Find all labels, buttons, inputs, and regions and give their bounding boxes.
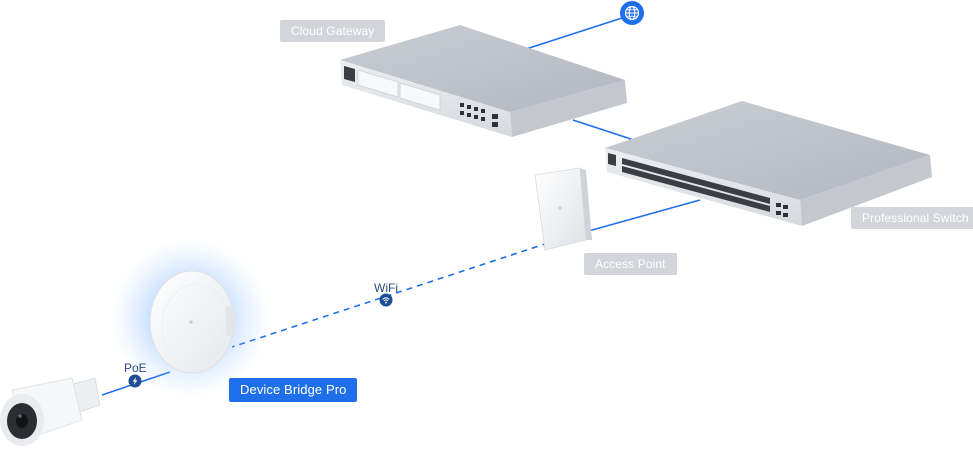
poe-link-label: PoE <box>124 361 147 375</box>
device-bridge-pro-label: Device Bridge Pro <box>229 378 358 402</box>
cloud-gateway-device <box>340 25 627 137</box>
lightning-icon <box>128 374 142 388</box>
professional-switch-label: Professional Switch <box>851 207 973 229</box>
cloud-gateway-label: Cloud Gateway <box>280 20 386 42</box>
access-point-label: Access Point <box>584 253 677 275</box>
link-gateway-switch <box>572 119 641 143</box>
device-bridge-pro-device <box>112 240 268 396</box>
wifi-link-label: WiFi <box>374 281 398 295</box>
camera-device <box>0 377 101 446</box>
link-switch-ap <box>584 199 701 233</box>
access-point-device <box>534 167 592 251</box>
wifi-icon <box>379 293 393 307</box>
switch-port-array <box>622 158 770 212</box>
link-gateway-internet <box>522 17 623 51</box>
globe-icon <box>620 1 644 25</box>
professional-switch-device <box>605 101 932 226</box>
